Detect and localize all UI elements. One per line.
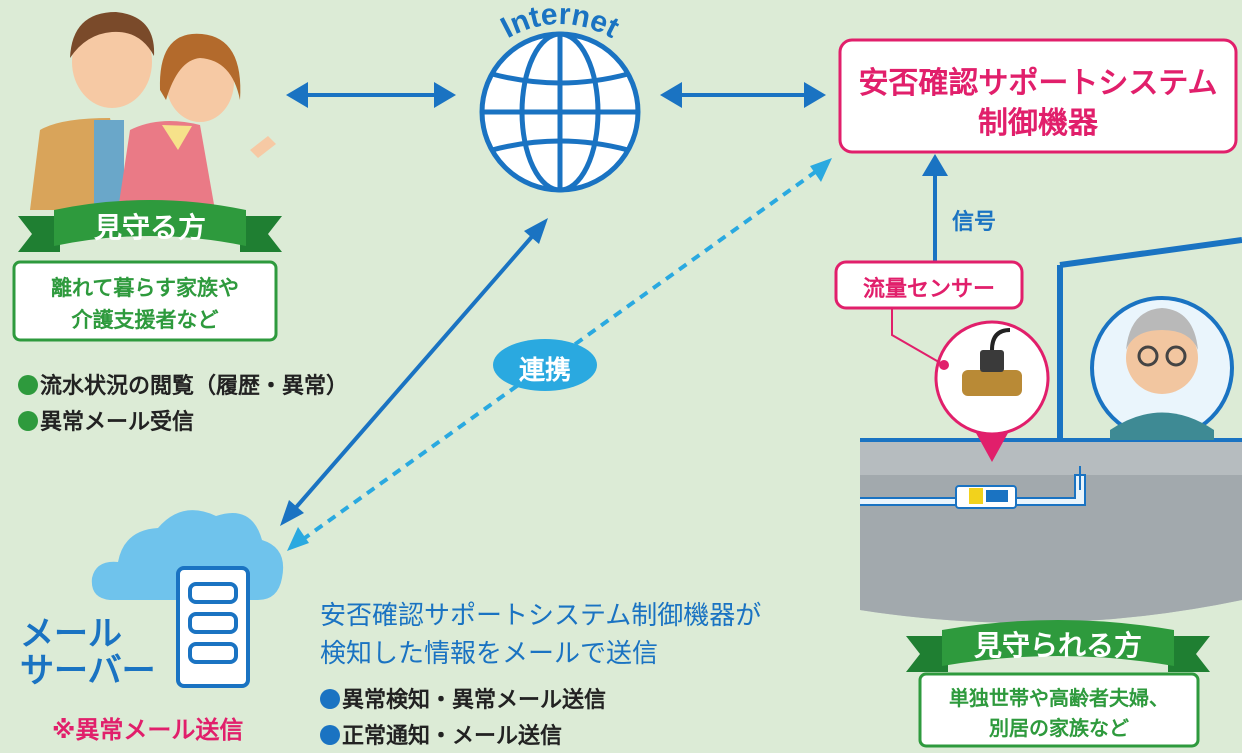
arrow-signal (922, 154, 948, 262)
blue-dot-icon (320, 689, 340, 709)
watchers-box-line2: 介護支援者など (71, 308, 219, 332)
green-dot-icon (18, 411, 38, 431)
mail-server-label-line2: サーバー (20, 651, 156, 691)
flow-sensor-illustration (934, 320, 1050, 462)
arrow-watchers-internet (286, 82, 456, 108)
globe-icon (479, 31, 641, 193)
mail-desc-bullet-2-text: 正常通知・メール送信 (342, 724, 563, 749)
mail-desc-line2: 検知した情報をメールで送信 (320, 639, 659, 669)
house-illustration (860, 237, 1242, 623)
flow-sensor-label: 流量センサー (862, 277, 995, 302)
watched-box-line2: 別居の家族など (989, 716, 1129, 740)
watchers-bullet-2: 異常メール受信 (18, 404, 194, 436)
watchers-ribbon-shape (18, 200, 282, 252)
arrow-internet-mailserver (280, 218, 548, 526)
mail-desc-bullet-2: 正常通知・メール送信 (320, 718, 562, 750)
watchers-box (12, 260, 278, 342)
arrow-internet-system (660, 82, 826, 108)
elderly-person-illustration (1090, 296, 1234, 440)
signal-label: 信号 (952, 210, 997, 235)
watchers-bullet-1-text: 流水状況の閲覧（履歴・異常） (40, 374, 349, 399)
watchers-bullet-1: 流水状況の閲覧（履歴・異常） (18, 368, 348, 400)
watched-ribbon-label: 見守られる方 (973, 629, 1142, 662)
mail-desc-bullet-1-text: 異常検知・異常メール送信 (342, 688, 607, 713)
watchers-ribbon-label: 見守る方 (93, 211, 206, 244)
watchers-bullet-2-text: 異常メール受信 (40, 410, 195, 435)
watchers-box-line1: 離れて暮らす家族や (51, 276, 239, 300)
renkei-label: 連携 (518, 356, 571, 386)
arrow-system-mailserver-dashed (287, 158, 832, 551)
blue-dot-icon (320, 725, 340, 745)
sensor-leader-dot (939, 360, 949, 370)
watchers-illustration (30, 12, 276, 210)
system-box-line2: 制御機器 (978, 106, 1098, 141)
watched-box-line1: 単独世帯や高齢者夫婦、 (949, 686, 1169, 710)
system-box-line1: 安否確認サポートシステム (858, 66, 1218, 101)
mail-server-label-line1: メール (20, 614, 122, 654)
flow-sensor-box (834, 260, 1024, 310)
mail-desc-line1: 安否確認サポートシステム制御機器が (320, 601, 762, 631)
system-box (838, 38, 1238, 154)
watched-ribbon-shape (906, 620, 1210, 672)
mail-desc-bullet-1: 異常検知・異常メール送信 (320, 682, 606, 714)
green-dot-icon (18, 375, 38, 395)
renkei-badge (493, 339, 597, 391)
mail-server-note: ※異常メール送信 (52, 716, 244, 744)
mail-server-icon (91, 510, 284, 688)
watched-box (918, 672, 1200, 748)
